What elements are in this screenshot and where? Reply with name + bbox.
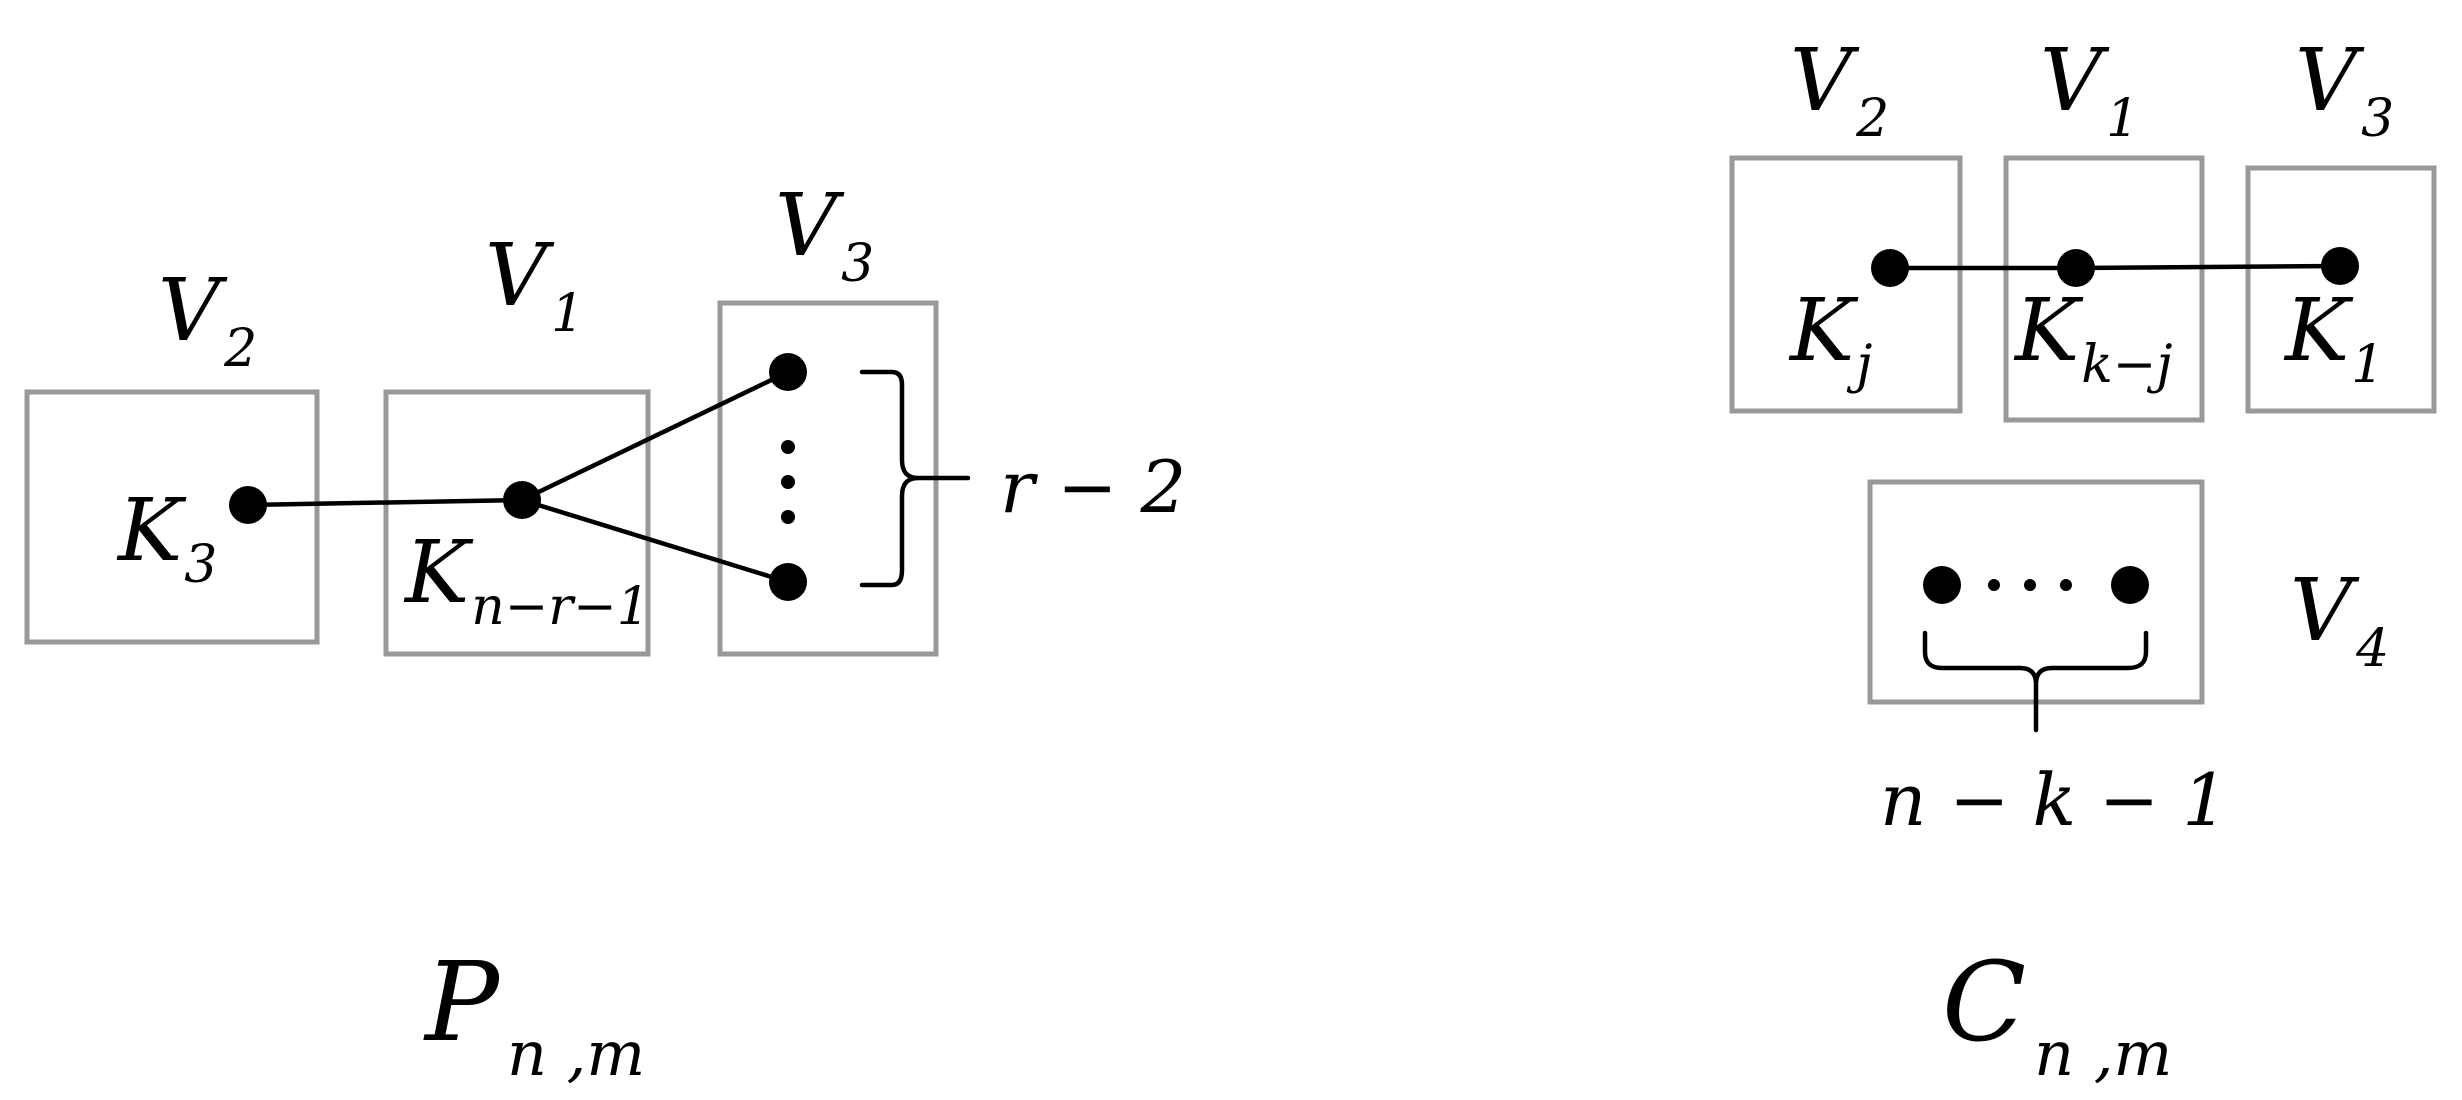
- ellipsis-dot: [1988, 579, 2000, 591]
- label-kn-r-1: Kn−r−1: [403, 523, 650, 637]
- label-v1-right: V1: [2040, 31, 2139, 149]
- node-v4-left: [1923, 566, 1961, 604]
- brace-n-minus-k-minus-1: [1922, 630, 2149, 733]
- node-k1: [2321, 247, 2359, 285]
- ellipsis-dot: [781, 475, 795, 489]
- node-kj: [1871, 249, 1909, 287]
- box-v3-left: [717, 300, 939, 657]
- label-v2-left: V2: [158, 261, 257, 379]
- label-k3: K3: [116, 481, 217, 595]
- ellipsis-dot: [781, 510, 795, 524]
- node-k3: [229, 486, 267, 524]
- label-v3-left: V3: [775, 176, 874, 294]
- node-v4-right: [2111, 566, 2149, 604]
- node-v3-top: [769, 353, 807, 391]
- edge-kkj-k1: [2075, 263, 2341, 271]
- edge-kn-top: [521, 369, 789, 503]
- label-r-minus-2: r − 2: [1000, 445, 1186, 529]
- label-v4-right: V4: [2290, 561, 2389, 679]
- edge-k3-kn: [247, 497, 523, 508]
- box-v4-right: [1867, 479, 2205, 705]
- node-kn: [503, 481, 541, 519]
- box-v2-left: [24, 389, 320, 645]
- edge-kn-bottom: [521, 497, 789, 585]
- box-v2-right: [1729, 155, 1963, 414]
- node-v3-bottom: [769, 563, 807, 601]
- ellipsis-dot: [2024, 579, 2036, 591]
- label-n-minus-k-minus-1: n − k − 1: [1880, 758, 2228, 842]
- box-v1-left: [383, 389, 651, 657]
- label-k1: K1: [2283, 281, 2384, 395]
- brace-r-minus-2: [859, 369, 971, 588]
- label-v1-left: V1: [485, 226, 584, 344]
- ellipsis-dot: [781, 440, 795, 454]
- label-kj: Kj: [1788, 281, 1872, 395]
- node-kkj: [2057, 249, 2095, 287]
- label-v2-right: V2: [1790, 31, 1889, 149]
- label-kk-j: Kk−j: [2013, 281, 2172, 395]
- box-v3-right: [2245, 165, 2437, 414]
- ellipsis-dot: [2060, 579, 2072, 591]
- label-v3-right: V3: [2295, 31, 2394, 149]
- box-v1-right: [2003, 155, 2205, 423]
